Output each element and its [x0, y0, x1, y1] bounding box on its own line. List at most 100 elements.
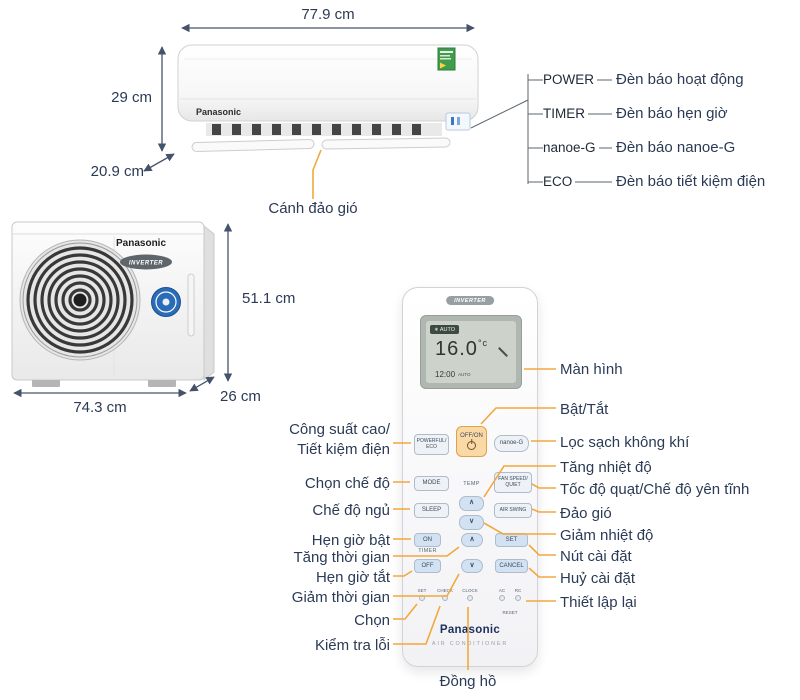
callout-swing-vane: Cánh đảo gió	[268, 200, 358, 217]
indoor-width-dim: 77.9 cm	[301, 6, 355, 23]
callout-display: Màn hình	[560, 361, 623, 378]
check-small-button[interactable]: CHECK	[433, 588, 457, 601]
ac-small-label: AC	[498, 588, 506, 593]
clock-small-dot	[467, 595, 473, 601]
callout-fan-quiet: Tốc độ quạt/Chế độ yên tĩnh	[560, 481, 750, 498]
set-small-label: SET	[417, 588, 427, 593]
legend-eco-desc: Đèn báo tiết kiệm điện	[616, 173, 766, 190]
callout-timer-off: Hẹn giờ tắt	[315, 569, 390, 586]
inverter-badge-remote: INVERTER	[446, 296, 494, 305]
set-small-button[interactable]: SET	[411, 588, 433, 601]
timer-off-label: OFF	[421, 562, 434, 569]
powerful-eco-line1: POWERFUL/	[416, 437, 447, 444]
blue-round-badge	[151, 287, 181, 317]
legend-power-name: POWER	[543, 72, 598, 87]
lcd-temp-unit: °c	[477, 338, 489, 348]
callout-timer-on: Hẹn giờ bật	[311, 532, 390, 549]
legend-timer-desc: Đèn báo hẹn giờ	[616, 105, 728, 122]
set-small-dot	[419, 595, 425, 601]
temp-section-label: TEMP	[463, 481, 480, 487]
legend-timer-name: TIMER	[543, 106, 588, 121]
rc-small-button[interactable]: RC	[511, 588, 525, 601]
mode-button[interactable]: MODE	[414, 476, 449, 491]
air-swing-label: AIR SWING	[499, 506, 527, 513]
callout-error-check: Kiểm tra lỗi	[314, 637, 390, 654]
timer-section-label: TIMER	[418, 548, 437, 554]
indoor-height-dim: 29 cm	[111, 89, 152, 106]
outdoor-unit: Panasonic INVERTER	[8, 210, 223, 395]
callout-time-down: Giảm thời gian	[291, 589, 390, 606]
callout-temp-up: Tăng nhiệt độ	[560, 459, 652, 476]
fan-speed-quiet-button[interactable]: FAN SPEED/ QUIET	[494, 472, 532, 493]
lcd-time-value: 12:00	[435, 370, 456, 379]
callout-time-up: Tăng thời gian	[293, 549, 390, 566]
legend-eco-name: ECO	[543, 174, 576, 189]
callout-air-swing: Đảo gió	[560, 505, 612, 522]
outdoor-width-dim: 74.3 cm	[73, 399, 127, 416]
rc-small-label: RC	[514, 588, 522, 593]
indoor-unit: Panasonic	[170, 35, 490, 160]
outdoor-depth-dim: 26 cm	[220, 388, 261, 405]
check-small-label: CHECK	[437, 588, 453, 593]
off-on-button[interactable]: OFF/ON	[456, 426, 487, 457]
timer-on-button[interactable]: ON	[414, 533, 441, 547]
callout-sleep: Chế độ ngủ	[312, 502, 390, 519]
svg-text:INVERTER: INVERTER	[129, 261, 163, 267]
remote-subtitle: AIR CONDITIONER	[431, 641, 509, 647]
remote-brand: Panasonic	[439, 624, 501, 636]
ac-small-button[interactable]: AC	[495, 588, 509, 601]
up-arrow-icon: ∧	[469, 535, 475, 543]
callout-powerful-eco: Công suất cao/ Tiết kiệm điện	[289, 421, 390, 458]
off-on-label: OFF/ON	[460, 432, 483, 439]
nanoe-g-label: nanoe-G	[499, 440, 524, 447]
indoor-depth-dim: 20.9 cm	[90, 163, 144, 180]
outdoor-side-panel	[203, 224, 215, 382]
inverter-badge-outdoor: INVERTER	[120, 254, 172, 270]
temp-down-button[interactable]: ∨	[459, 515, 484, 530]
sleep-button[interactable]: SLEEP	[414, 503, 449, 518]
cancel-label: CANCEL	[499, 562, 524, 569]
set-button[interactable]: SET	[495, 533, 528, 547]
callout-temp-down: Giảm nhiệt độ	[560, 527, 654, 544]
outdoor-feet	[32, 380, 176, 387]
set-label: SET	[505, 536, 518, 543]
callout-air-purify: Lọc sạch không khí	[560, 434, 690, 451]
callout-select: Chọn	[354, 612, 390, 629]
timer-down-button[interactable]: ∨	[461, 559, 483, 573]
clock-small-button[interactable]: CLOCK	[458, 588, 482, 601]
handle-indent	[187, 273, 195, 337]
up-arrow-icon: ∧	[468, 499, 475, 507]
air-swing-button[interactable]: AIR SWING	[494, 503, 532, 518]
down-arrow-icon: ∨	[469, 561, 475, 569]
check-small-dot	[442, 595, 448, 601]
callout-on-off: Bật/Tắt	[560, 401, 609, 418]
outdoor-height-dim: 51.1 cm	[242, 290, 296, 307]
timer-up-button[interactable]: ∧	[461, 533, 483, 547]
power-icon	[467, 441, 476, 451]
lcd-transmit-icon	[498, 347, 508, 357]
lcd-time-tag: AUTO	[458, 372, 471, 378]
intake-grille	[206, 123, 442, 136]
callout-set: Nút cài đặt	[560, 548, 632, 565]
cancel-button[interactable]: CANCEL	[495, 559, 528, 573]
temp-up-button[interactable]: ∧	[459, 496, 484, 511]
ac-small-dot	[499, 595, 505, 601]
lcd-mode-badge: ∗ AUTO	[430, 325, 460, 334]
rc-small-dot	[515, 595, 521, 601]
outdoor-brand: Panasonic	[116, 238, 166, 249]
down-arrow-icon: ∨	[468, 518, 475, 526]
timer-off-button[interactable]: OFF	[414, 559, 441, 573]
callout-cancel: Huỷ cài đặt	[560, 570, 636, 587]
legend-nanoe-desc: Đèn báo nanoe-G	[616, 139, 736, 156]
powerful-eco-line2: ECO	[426, 443, 437, 450]
clock-small-label: CLOCK	[462, 588, 478, 593]
legend-nanoe-name: nanoe-G	[543, 140, 599, 155]
legend-power-desc: Đèn báo hoạt động	[616, 71, 744, 88]
nanoe-g-button[interactable]: nanoe-G	[494, 435, 529, 452]
reset-small-label: RESET	[502, 610, 518, 615]
powerful-eco-button[interactable]: POWERFUL/ ECO	[414, 434, 449, 455]
